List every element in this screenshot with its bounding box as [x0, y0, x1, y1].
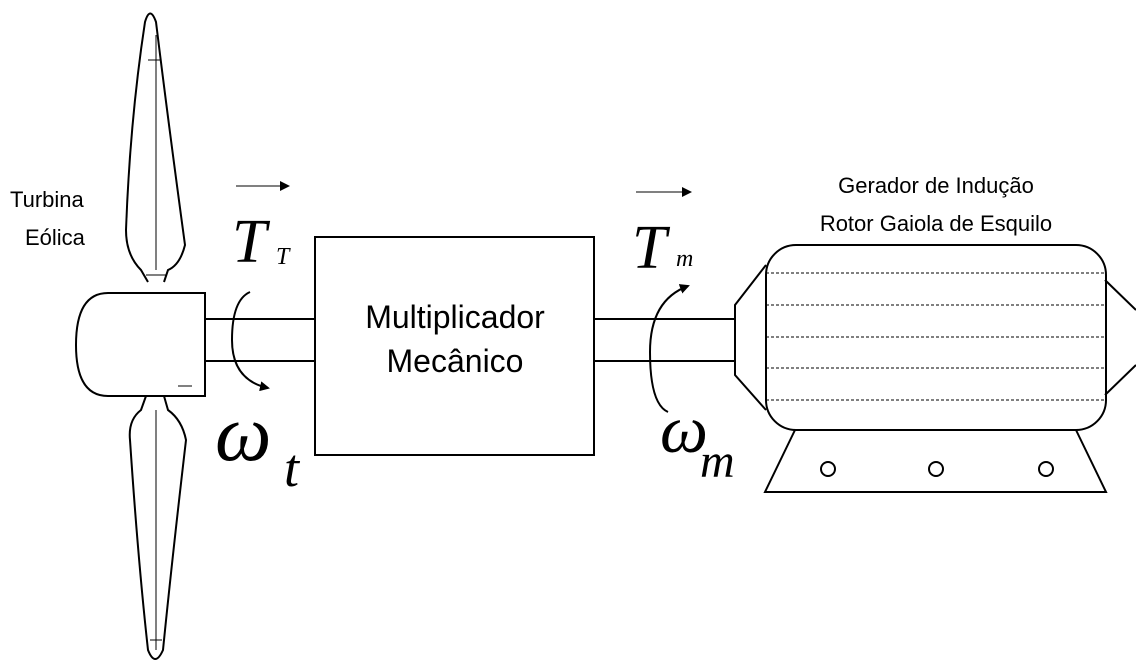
generator-base	[763, 429, 1108, 493]
induction-generator	[734, 244, 1136, 493]
omega-machine-symbol: ω	[660, 391, 708, 467]
generator-label-line1: Gerador de Indução	[838, 173, 1034, 198]
omega-turbine-symbol: ω	[215, 390, 271, 478]
base-bolt-left	[820, 461, 836, 477]
torque-machine-symbol: T	[632, 214, 671, 282]
base-bolt-center	[928, 461, 944, 477]
omega-turbine-subscript: t	[284, 438, 301, 498]
turbine-label-line2: Eólica	[25, 225, 86, 250]
gearbox-label-line1: Multiplicador	[365, 299, 545, 335]
lower-blade	[128, 395, 188, 660]
gearbox-label-line2: Mecânico	[387, 343, 524, 379]
nacelle	[74, 292, 206, 397]
turbine-rotation-arrow	[230, 291, 270, 392]
torque-turbine-symbol: T	[232, 208, 271, 276]
torque-turbine-subscript: T	[276, 244, 291, 270]
torque-machine-subscript: m	[676, 246, 693, 272]
omega-machine-subscript: m	[700, 435, 735, 488]
wind-turbine	[74, 12, 206, 660]
generator-left-cap	[734, 264, 767, 411]
machine-rotation-arrow	[648, 284, 690, 413]
base-bolt-right	[1038, 461, 1054, 477]
generator-right-cap	[1104, 279, 1136, 396]
gearbox-box	[314, 236, 595, 456]
turbine-label-line1: Turbina	[10, 187, 85, 212]
generator-label-line2: Rotor Gaiola de Esquilo	[820, 211, 1052, 236]
upper-blade	[124, 12, 187, 283]
